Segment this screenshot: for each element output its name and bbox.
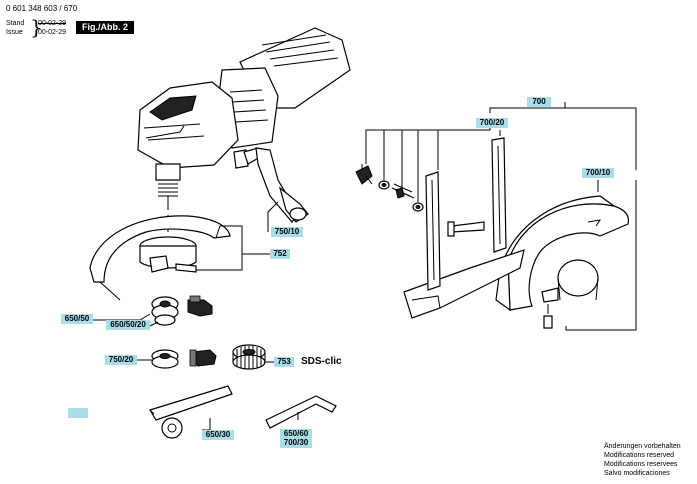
callout-700-20: 700/20 xyxy=(476,118,508,128)
wheel-guard-drawing xyxy=(89,215,231,301)
callout-blank xyxy=(68,408,88,418)
figure-label: Fig./Abb. 2 xyxy=(76,21,134,34)
brace-glyph: } xyxy=(30,15,43,39)
issue-date: 00-02-29 xyxy=(38,29,67,36)
side-handle-drawing xyxy=(233,147,309,223)
modification-notes: Änderungen vorbehalten Modifications res… xyxy=(604,442,681,478)
leader-lines xyxy=(92,102,637,431)
spanner-drawing xyxy=(149,385,233,439)
callout-700-10: 700/10 xyxy=(582,168,614,178)
callout-752: 752 xyxy=(270,249,290,259)
cutting-guard-drawing xyxy=(495,195,630,329)
callout-700-30: 700/30 xyxy=(283,438,309,447)
sds-clic-nut-drawing xyxy=(232,344,266,370)
hex-key-drawing xyxy=(265,395,337,429)
note-fr: Modifications reservees xyxy=(604,461,678,468)
callout-750-10: 750/10 xyxy=(271,227,303,237)
callout-hex-key: 650/60 700/30 xyxy=(280,429,312,448)
callout-650-50: 650/50 xyxy=(61,314,93,324)
callout-750-20: 750/20 xyxy=(105,355,137,365)
sds-clic-brand: SDS-clic xyxy=(301,356,342,367)
callout-650-60: 650/60 xyxy=(283,429,309,438)
cutting-stand-drawing xyxy=(355,137,525,319)
flange-nut-drawing xyxy=(151,295,217,369)
callout-650-30: 650/30 xyxy=(202,430,234,440)
note-en: Modifications reserved xyxy=(604,452,675,459)
part-number: 0 601 348 603 / 670 xyxy=(6,4,78,13)
stand-label: Stand xyxy=(6,20,25,27)
callout-753: 753 xyxy=(274,357,294,367)
old-date: 00-02-29 xyxy=(38,20,67,27)
callout-650-50-20: 650/50/20 xyxy=(106,320,150,330)
callout-700: 700 xyxy=(527,97,551,107)
angle-grinder-drawing xyxy=(137,27,351,232)
issue-label: Issue xyxy=(6,29,23,36)
note-de: Änderungen vorbehalten xyxy=(604,443,681,450)
note-es: Salvo modificaciones xyxy=(604,470,670,477)
